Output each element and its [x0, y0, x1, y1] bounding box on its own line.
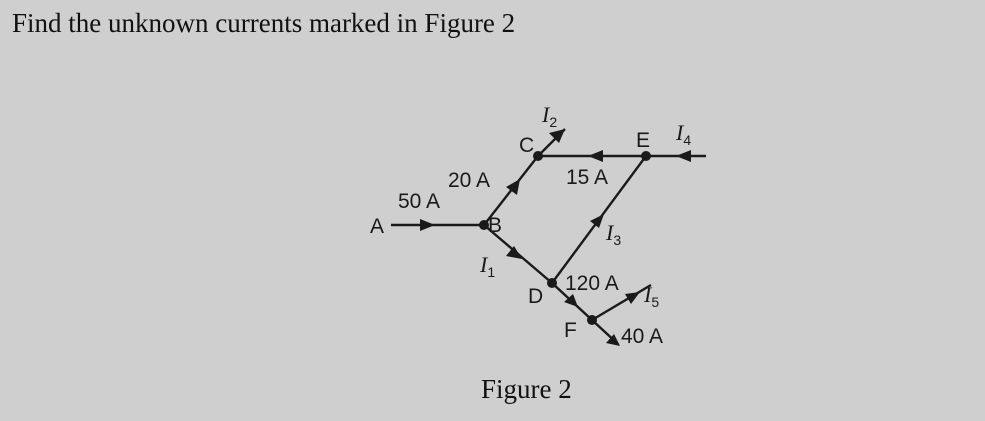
arrow-e-c	[588, 150, 603, 162]
junction-f	[587, 315, 597, 325]
junction-d	[547, 278, 557, 288]
arrow-i5	[625, 292, 640, 304]
node-label-c: C	[519, 134, 534, 157]
arrow-b-d	[506, 246, 522, 259]
current-label-40a: 40 A	[621, 325, 663, 348]
current-label-50a: 50 A	[398, 190, 440, 213]
current-label-i5: I5	[643, 282, 659, 310]
current-label-15a: 15 A	[566, 166, 608, 189]
node-label-a: A	[370, 215, 384, 238]
junction-e	[641, 151, 651, 161]
arrow-f-40a	[606, 334, 620, 346]
figure-caption: Figure 2	[481, 374, 572, 404]
question-text: Find the unknown currents marked in Figu…	[12, 8, 516, 38]
current-label-i3: I3	[605, 220, 621, 248]
node-label-f: F	[564, 319, 577, 342]
arrow-in-a	[420, 219, 435, 231]
arrow-i4-into-e	[676, 150, 691, 162]
current-label-120a: 120 A	[565, 272, 619, 295]
junction-c	[533, 151, 543, 161]
current-label-i4: I4	[675, 120, 691, 148]
node-label-b: B	[488, 214, 502, 237]
node-label-e: E	[636, 129, 650, 152]
arrow-i3	[590, 214, 604, 228]
node-label-d: D	[528, 285, 543, 308]
arrow-b-c	[506, 179, 520, 195]
junction-b	[479, 220, 489, 230]
current-label-i1: I1	[479, 252, 495, 280]
arrow-d-f	[564, 294, 578, 307]
wire-f-i5	[591, 283, 652, 322]
current-label-20a: 20 A	[448, 169, 490, 192]
arrow-i2	[549, 129, 565, 143]
current-label-i2: I2	[541, 102, 557, 130]
